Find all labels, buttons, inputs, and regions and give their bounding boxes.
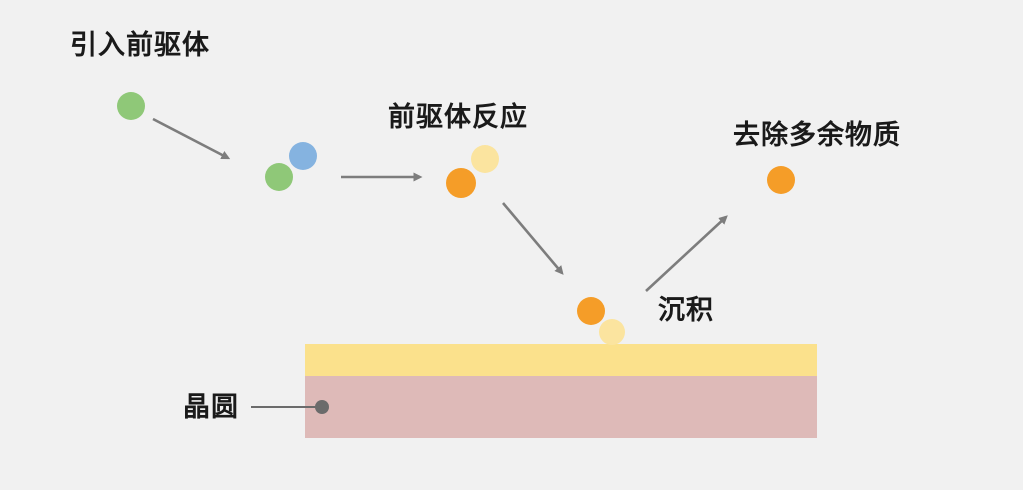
label-wafer: 晶圆 (183, 392, 239, 422)
molecule-blue-precursor (289, 142, 317, 170)
label-precursor-reaction: 前驱体反应 (388, 102, 528, 132)
label-remove-excess: 去除多余物质 (733, 120, 901, 150)
molecule-orange-depositing (577, 297, 605, 325)
molecule-green-precursor (117, 92, 145, 120)
arrow-introduce (152, 117, 231, 160)
label-deposition: 沉积 (658, 295, 714, 325)
arrow-remove (645, 215, 728, 292)
molecule-green-precursor-2 (265, 163, 293, 191)
molecule-orange-reacting (446, 168, 476, 198)
molecule-orange-byproduct (767, 166, 795, 194)
molecule-pale-yellow-deposited (599, 319, 625, 345)
film-layer (305, 344, 817, 376)
label-introduce-precursor: 引入前驱体 (70, 30, 210, 60)
wafer-substrate (305, 376, 817, 438)
molecule-pale-yellow-reacting (471, 145, 499, 173)
arrow-to-surface (502, 202, 564, 275)
